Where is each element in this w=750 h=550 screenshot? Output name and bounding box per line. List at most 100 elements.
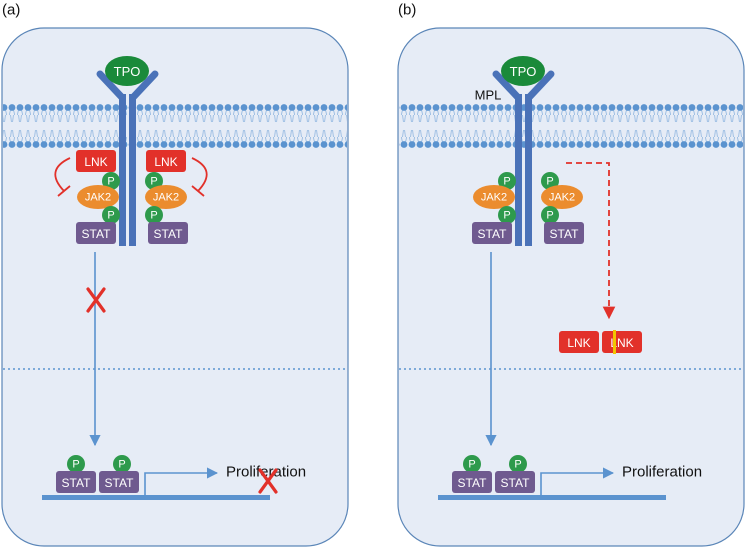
nuclear-stat-left-shape xyxy=(56,471,96,493)
inhibit-curve-right xyxy=(191,157,208,192)
jak2-right-label: JAK2 xyxy=(549,192,575,204)
phospho-lower-right-label: P xyxy=(150,210,157,222)
tpo-ligand: TPO xyxy=(501,56,545,86)
nuclear-stat-left: STAT xyxy=(56,471,96,493)
signal-blocked-cross-stroke-2 xyxy=(86,287,106,313)
phospho-lower-left-label: P xyxy=(107,210,114,222)
phospho-lower-right-label: P xyxy=(546,210,553,222)
phospho-upper-left-shape xyxy=(102,172,120,190)
jak2-left: JAK2 xyxy=(77,185,119,209)
lnk-dimer-right-shape xyxy=(602,331,642,353)
stat-right-shape xyxy=(148,222,188,244)
inhibit-bar-right xyxy=(191,185,205,197)
stat-right: STAT xyxy=(544,222,584,244)
proliferation-blocked-cross xyxy=(258,468,278,494)
cell-membrane xyxy=(399,104,743,148)
lnk-dimer-left: LNK xyxy=(559,331,599,353)
inhibit-curve-left xyxy=(54,157,71,192)
phospho-upper-left: P xyxy=(102,172,120,190)
tpo-label: TPO xyxy=(114,64,141,79)
jak2-right-shape xyxy=(145,185,187,209)
mpl-receptor xyxy=(96,70,159,246)
tpo-label: TPO xyxy=(510,64,537,79)
receptor-arm-left xyxy=(492,70,522,102)
lnk-right: LNK xyxy=(146,150,186,172)
jak2-right: JAK2 xyxy=(541,185,583,209)
tpo-ligand: TPO xyxy=(105,56,149,86)
nuclear-stat-right: STAT xyxy=(99,471,139,493)
nuclear-phospho-right: P xyxy=(509,455,527,473)
jak2-right-shape xyxy=(541,185,583,209)
receptor-stem-left xyxy=(119,94,126,246)
inhibit-bar-left xyxy=(57,185,71,197)
stat-right-shape xyxy=(544,222,584,244)
nuclear-stat-right-label: STAT xyxy=(501,476,531,490)
nuclear-phospho-right-shape xyxy=(509,455,527,473)
receptor-label: MPL xyxy=(475,88,502,103)
stat-right: STAT xyxy=(148,222,188,244)
nuclear-phospho-left: P xyxy=(463,455,481,473)
nuclear-phospho-left-shape xyxy=(463,455,481,473)
jak2-left-label: JAK2 xyxy=(481,192,507,204)
lnk-left-label: LNK xyxy=(84,155,107,169)
jak2-left-shape xyxy=(473,185,515,209)
lnk-dimer-right: LNK xyxy=(602,331,642,353)
nuclear-stat-left: STAT xyxy=(452,471,492,493)
cell-membrane xyxy=(3,104,347,148)
mpl-receptor xyxy=(492,70,555,246)
panel-label: (b) xyxy=(398,2,416,19)
jak2-right: JAK2 xyxy=(145,185,187,209)
nuclear-stat-right-shape xyxy=(495,471,535,493)
nuclear-phospho-left-shape xyxy=(67,455,85,473)
nuclear-stat-left-shape xyxy=(452,471,492,493)
receptor-stem-right xyxy=(129,94,136,246)
jak2-left-label: JAK2 xyxy=(85,192,111,204)
nuclear-stat-left-label: STAT xyxy=(62,476,92,490)
transcription-arrow xyxy=(144,467,219,495)
receptor-stem-left xyxy=(515,94,522,246)
stat-left-label: STAT xyxy=(82,227,112,241)
stat-left: STAT xyxy=(472,222,512,244)
nuclear-phospho-right-label: P xyxy=(118,459,125,471)
nuclear-phospho-left-label: P xyxy=(72,459,79,471)
nuclear-phospho-left-label: P xyxy=(468,459,475,471)
nuclear-phospho-left: P xyxy=(67,455,85,473)
phospho-upper-left-shape xyxy=(498,172,516,190)
phospho-upper-left: P xyxy=(498,172,516,190)
dna-strand xyxy=(438,495,666,500)
stat-right-label: STAT xyxy=(154,227,184,241)
stat-left-label: STAT xyxy=(478,227,508,241)
phospho-lower-left: P xyxy=(102,206,120,224)
phospho-upper-right-label: P xyxy=(546,176,553,188)
nuclear-phospho-right-label: P xyxy=(514,459,521,471)
receptor-arm-right xyxy=(525,70,555,102)
lnk-dimer-mutation-mark xyxy=(613,330,616,354)
lnk-sequestration-arrow xyxy=(566,162,616,320)
receptor-arm-right xyxy=(129,70,159,102)
proliferation-blocked-cross-stroke-2 xyxy=(258,468,278,494)
proliferation-label: Proliferation xyxy=(226,464,306,481)
phospho-upper-right: P xyxy=(145,172,163,190)
lnk-dimer-left-label: LNK xyxy=(567,336,590,350)
panel-label: (a) xyxy=(2,2,20,19)
lnk-right-label: LNK xyxy=(154,155,177,169)
nuclear-phospho-right-shape xyxy=(113,455,131,473)
transcription-arrow xyxy=(540,467,615,495)
phospho-lower-left-label: P xyxy=(503,210,510,222)
phospho-lower-right: P xyxy=(541,206,559,224)
signal-blocked-cross xyxy=(86,287,106,313)
phospho-upper-right-label: P xyxy=(150,176,157,188)
lnk-left: LNK xyxy=(76,150,116,172)
stat-left: STAT xyxy=(76,222,116,244)
lnk-dimer-right-label: LNK xyxy=(610,336,633,350)
phospho-upper-left-label: P xyxy=(107,176,114,188)
lnk-dimer: LNK LNK xyxy=(559,330,642,354)
phospho-upper-right: P xyxy=(541,172,559,190)
tpo-shape xyxy=(105,56,149,86)
phospho-lower-right: P xyxy=(145,206,163,224)
stat-left-shape xyxy=(472,222,512,244)
